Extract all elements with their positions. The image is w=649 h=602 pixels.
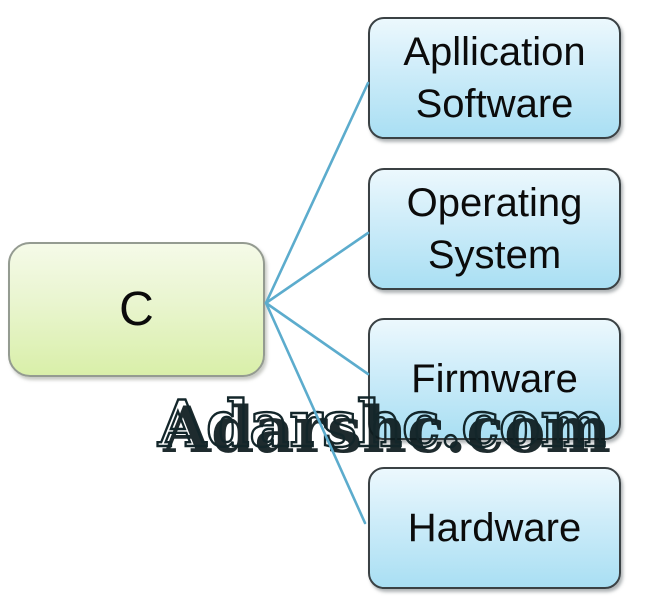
node-firmware-label: Firmware — [411, 357, 578, 401]
node-c-label: C — [119, 283, 154, 336]
connector-c-to-hardware — [264, 301, 367, 525]
node-hardware: Hardware — [368, 467, 621, 589]
node-c: C — [8, 242, 265, 377]
node-operating-system-label: Operating System — [406, 181, 583, 277]
connector-c-to-firmware — [264, 301, 370, 376]
node-operating-system: Operating System — [368, 168, 621, 290]
node-application-software: Apllication Software — [368, 17, 621, 139]
connector-c-to-application-software — [264, 81, 370, 305]
node-application-software-label: Apllication Software — [403, 30, 586, 126]
connector-c-to-operating-system — [264, 231, 370, 305]
node-hardware-label: Hardware — [407, 506, 582, 550]
node-firmware: Firmware — [368, 318, 621, 440]
